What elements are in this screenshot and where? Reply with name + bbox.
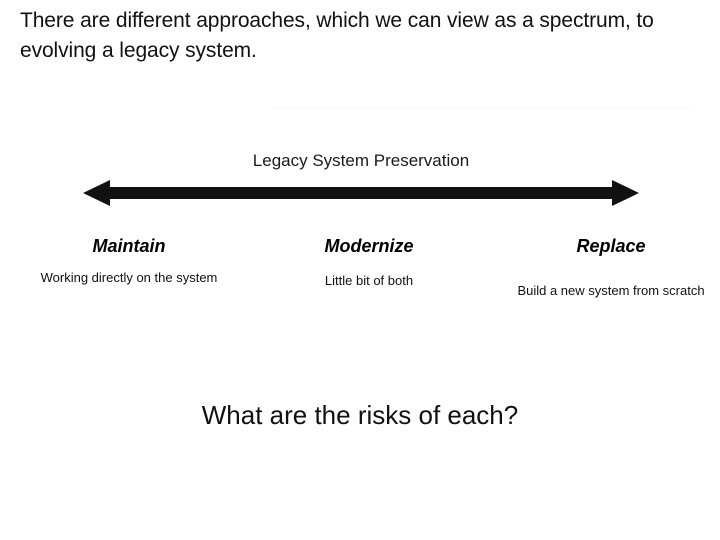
spectrum-point-title: Maintain xyxy=(92,236,166,256)
slide-heading: There are different approaches, which we… xyxy=(20,9,654,62)
closing-question: What are the risks of each? xyxy=(201,400,519,430)
horizontal-divider xyxy=(272,107,695,108)
spectrum-point-title: Modernize xyxy=(324,236,414,256)
spectrum-point-replace: Replace Build a new system from scratch xyxy=(500,234,720,299)
spectrum-point-maintain: Maintain Working directly on the system xyxy=(18,234,240,286)
spectrum-point-title: Replace xyxy=(576,236,646,256)
spectrum-point-description: Build a new system from scratch xyxy=(517,283,705,298)
spectrum-point-description: Little bit of both xyxy=(324,273,414,288)
spectrum-caption: Legacy System Preservation xyxy=(252,151,470,170)
spectrum-point-description: Working directly on the system xyxy=(40,270,218,285)
spectrum-point-modernize: Modernize Little bit of both xyxy=(258,234,480,289)
double-headed-arrow-icon xyxy=(78,176,644,210)
